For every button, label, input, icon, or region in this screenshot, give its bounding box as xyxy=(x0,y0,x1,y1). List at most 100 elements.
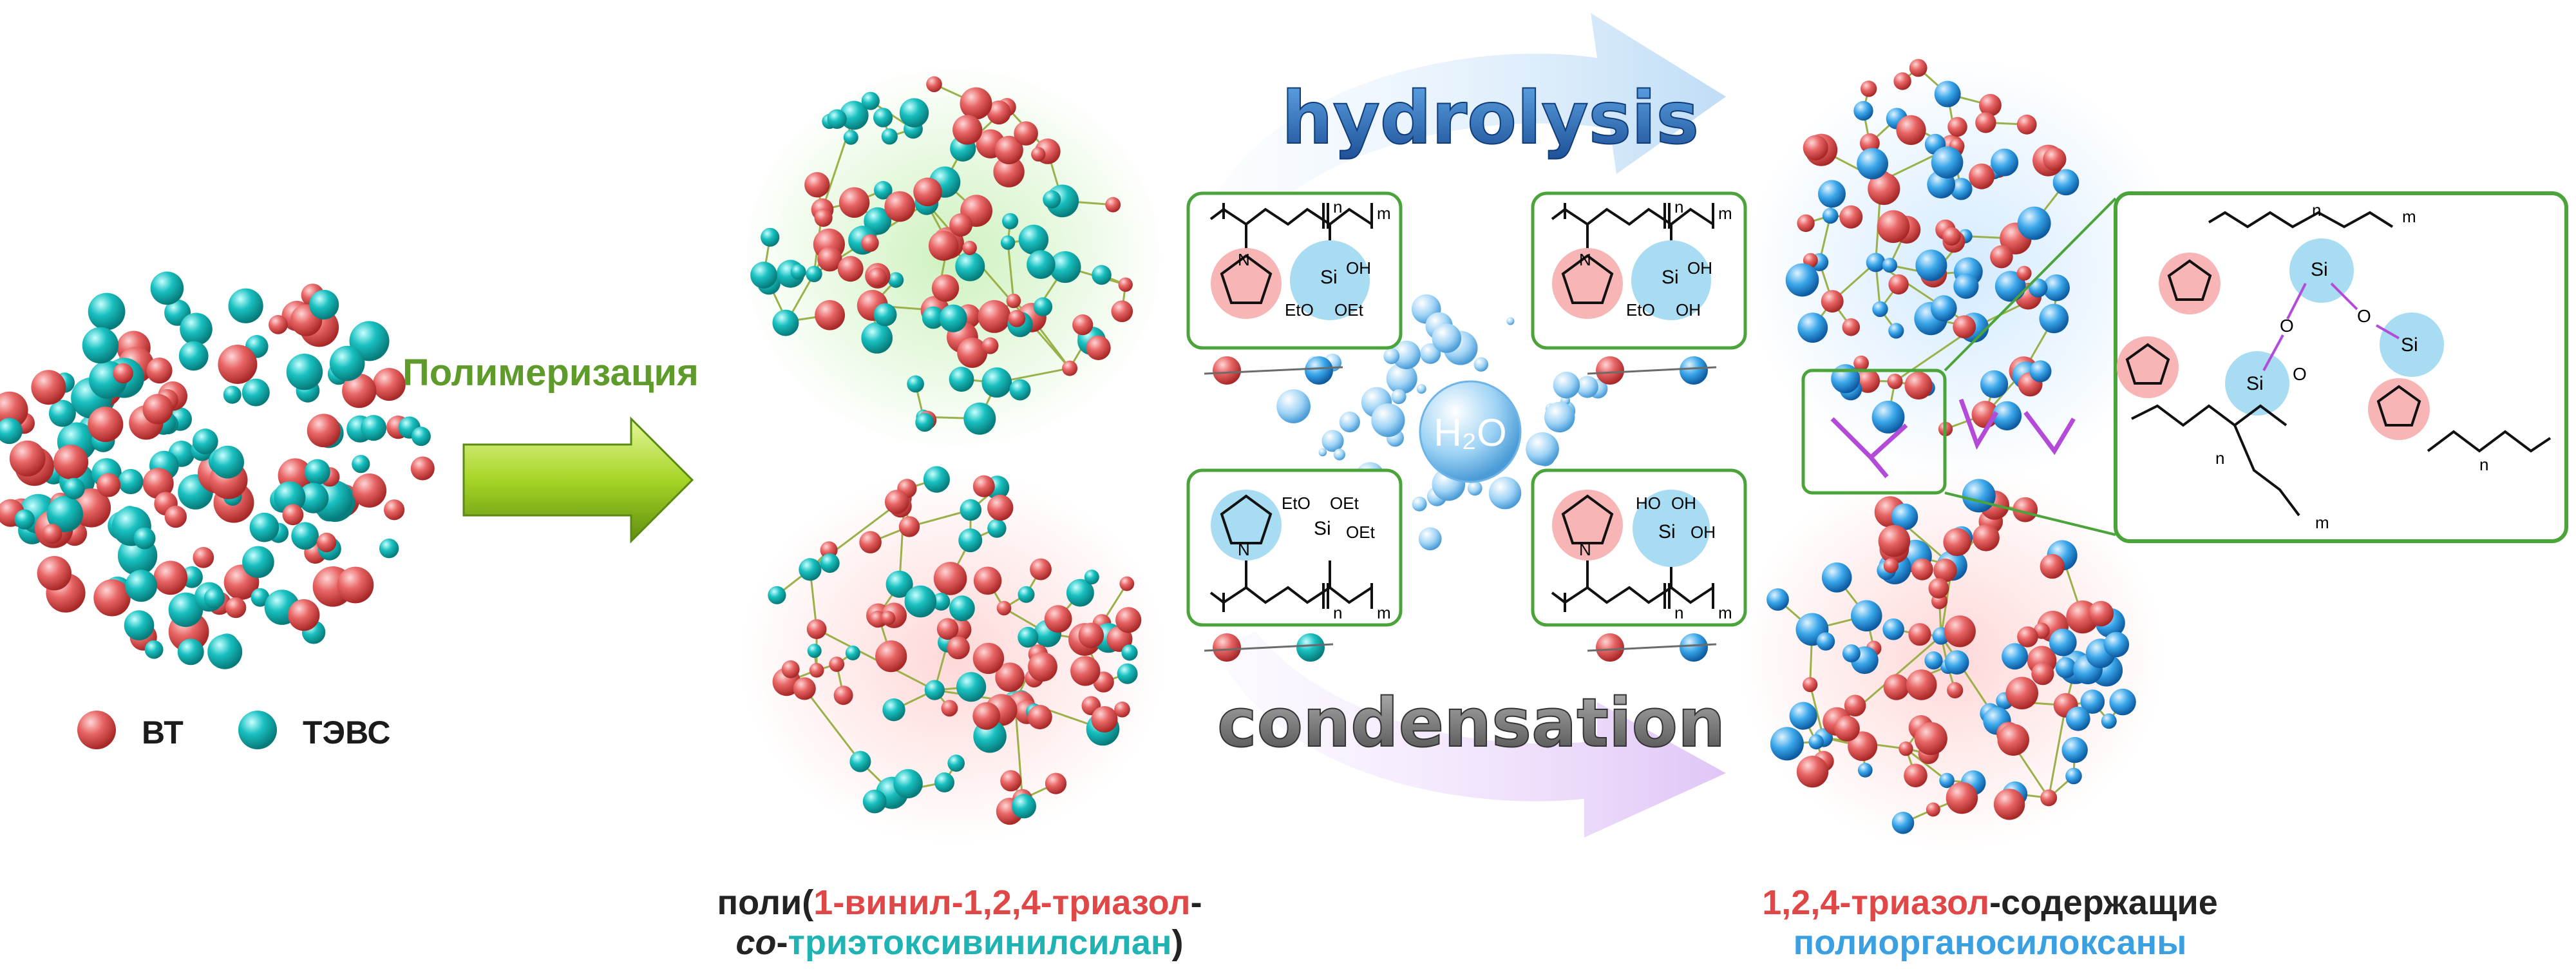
polymer-unit xyxy=(1878,524,1911,557)
tevs-monomer xyxy=(133,527,156,550)
svg-text:O: O xyxy=(2357,306,2371,326)
polymer-unit xyxy=(1117,663,1138,684)
polymer-unit xyxy=(1818,180,1846,208)
zoom-selection-box xyxy=(1801,369,1947,495)
svg-text:N: N xyxy=(1238,250,1250,269)
svg-text:m: m xyxy=(1377,603,1391,622)
polymer-unit xyxy=(955,251,985,282)
polymer-unit xyxy=(839,101,869,130)
polymer-unit xyxy=(884,191,915,222)
polymer-unit xyxy=(849,751,871,772)
polymer-unit xyxy=(1857,763,1873,778)
svg-text:OEt: OEt xyxy=(1334,300,1364,320)
polymer-unit xyxy=(1975,112,1996,133)
polymer-unit xyxy=(1942,227,1961,246)
tevs-monomer xyxy=(88,292,126,331)
polymer-unit xyxy=(843,129,858,145)
polymer-unit xyxy=(981,337,999,354)
polymer-unit xyxy=(915,412,934,432)
box-top-right-blue-monomer xyxy=(1680,356,1708,385)
polymer-unit xyxy=(952,115,983,145)
polymer-unit xyxy=(981,367,1012,398)
polymer-unit xyxy=(1066,579,1094,607)
water-bubble xyxy=(1392,340,1421,370)
polymer-unit xyxy=(1839,205,1863,229)
polymer-unit xyxy=(1070,656,1101,686)
polymer-unit xyxy=(2109,688,2136,716)
box-bottom-left-red-monomer xyxy=(1213,633,1241,662)
tevs-monomer xyxy=(144,640,164,659)
tevs-monomer xyxy=(228,288,263,323)
svg-text:n: n xyxy=(2312,200,2321,220)
vt-monomer xyxy=(153,561,188,595)
water-bubble xyxy=(1321,430,1344,452)
vt-monomer xyxy=(193,547,214,568)
polymer-unit xyxy=(1078,622,1104,649)
vt-monomer xyxy=(269,315,288,334)
polymer-unit xyxy=(995,662,1025,692)
polymer-unit xyxy=(1030,558,1052,580)
vt-monomer xyxy=(218,345,258,384)
vt-monomer xyxy=(37,556,71,591)
product-caption-line1: 1,2,4-триазол-содержащие xyxy=(1762,883,2218,922)
structure-box-top-right: n m N Si OH EtO OH xyxy=(1531,191,1747,350)
polymer-unit xyxy=(1049,251,1081,283)
polymer-unit xyxy=(1821,562,1852,593)
polymer-unit xyxy=(833,686,853,705)
polymer-unit xyxy=(1893,72,1911,90)
polymer-unit xyxy=(2017,626,2038,647)
polymer-unit xyxy=(2017,206,2051,240)
polymer-unit xyxy=(768,586,786,604)
polymer-unit xyxy=(806,619,827,639)
svg-text:OEt: OEt xyxy=(1346,523,1376,542)
svg-text:OH: OH xyxy=(1346,258,1371,278)
chain-link xyxy=(1875,262,1975,329)
polymer-unit xyxy=(898,516,920,537)
svg-text:Si: Si xyxy=(2246,373,2264,394)
polymer-unit xyxy=(1119,576,1135,591)
tevs-monomer xyxy=(379,539,399,559)
polymer-unit xyxy=(963,402,996,435)
water-bubble xyxy=(1418,527,1442,551)
tevs-monomer xyxy=(249,512,279,542)
polymer-unit xyxy=(1969,163,1995,189)
polymer-unit xyxy=(1115,607,1142,633)
polymer-unit xyxy=(1882,258,1897,273)
water-bubble xyxy=(1412,496,1427,512)
polymer-unit xyxy=(1950,178,1973,200)
polymer-unit xyxy=(829,657,845,672)
polymer-unit xyxy=(1027,250,1056,279)
polymer-unit xyxy=(2103,631,2130,658)
polymer-unit xyxy=(960,87,992,120)
polymer-unit xyxy=(1045,772,1067,794)
tevs-monomer xyxy=(46,495,83,532)
polymer-unit xyxy=(1947,117,1967,137)
polymer-unit xyxy=(881,128,898,145)
tevs-monomer xyxy=(48,399,76,427)
water-bubbles xyxy=(1276,294,1608,551)
polymer-unit xyxy=(1816,632,1835,651)
polymer-unit xyxy=(1891,503,1918,530)
polymer-unit xyxy=(996,600,1012,616)
polymer-unit xyxy=(2055,657,2076,678)
polymer-unit xyxy=(793,677,816,700)
polymer-unit xyxy=(973,566,1002,595)
tevs-monomer xyxy=(242,546,274,579)
tevs-monomer xyxy=(223,385,242,404)
svg-text:O: O xyxy=(2280,316,2294,336)
polymer-unit xyxy=(1944,650,1969,675)
polymer-unit xyxy=(1906,669,1937,700)
zoom-line-top xyxy=(1944,197,2117,372)
tevs-monomer xyxy=(242,378,270,407)
polymer-unit xyxy=(1992,401,2022,431)
polymer-unit xyxy=(962,240,977,255)
polymer-unit xyxy=(1939,772,1955,789)
polymer-unit xyxy=(1933,559,1957,582)
water-bubble xyxy=(1371,403,1405,437)
polymer-unit xyxy=(2065,706,2090,731)
polymer-unit xyxy=(1033,297,1053,316)
polymer-unit xyxy=(1009,379,1031,401)
copolymer-caption: поли(1-винил-1,2,4-триазол- co-триэтокси… xyxy=(708,883,1211,963)
water-bubble xyxy=(1432,323,1462,353)
svg-text:OH: OH xyxy=(1690,523,1716,542)
